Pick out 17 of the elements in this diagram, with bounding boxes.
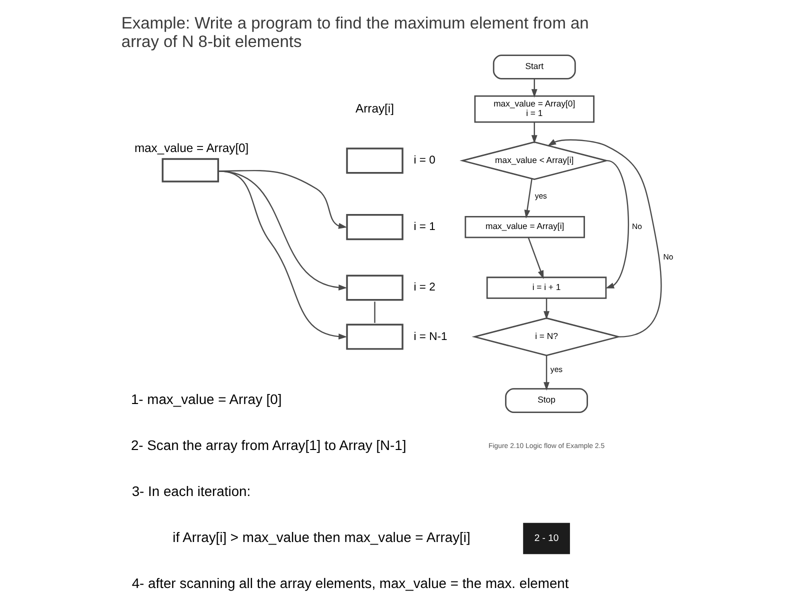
edge-label: No [632, 222, 642, 231]
diagram-title: Example: Write a program to find the maximum element from an array of N 8-bit elements [121, 14, 589, 51]
node-label: i = N-1 [414, 330, 448, 343]
edge-label: yes [550, 365, 563, 374]
label: 2 - 10 [534, 532, 559, 544]
label: Array[i] [356, 101, 394, 116]
label: 3- In each iteration: [132, 482, 251, 499]
node-label: i = 1 [414, 221, 436, 234]
node-label: max_value = Array[0] [134, 141, 249, 156]
label: if Array[i] > max_value then max_value = Array[i] [172, 528, 470, 545]
edge-label: yes [534, 192, 547, 201]
node-label: i = 0 [414, 154, 436, 167]
label: 1- max_value = Array [0] [130, 390, 282, 407]
label: 2- Scan the array from Array[1] to Array [N-1] [130, 436, 406, 453]
edge-label: No [663, 252, 674, 262]
label: 4- after scanning all the array elements, max_value = the max. element [132, 574, 569, 591]
node-label: i = 2 [414, 282, 436, 294]
